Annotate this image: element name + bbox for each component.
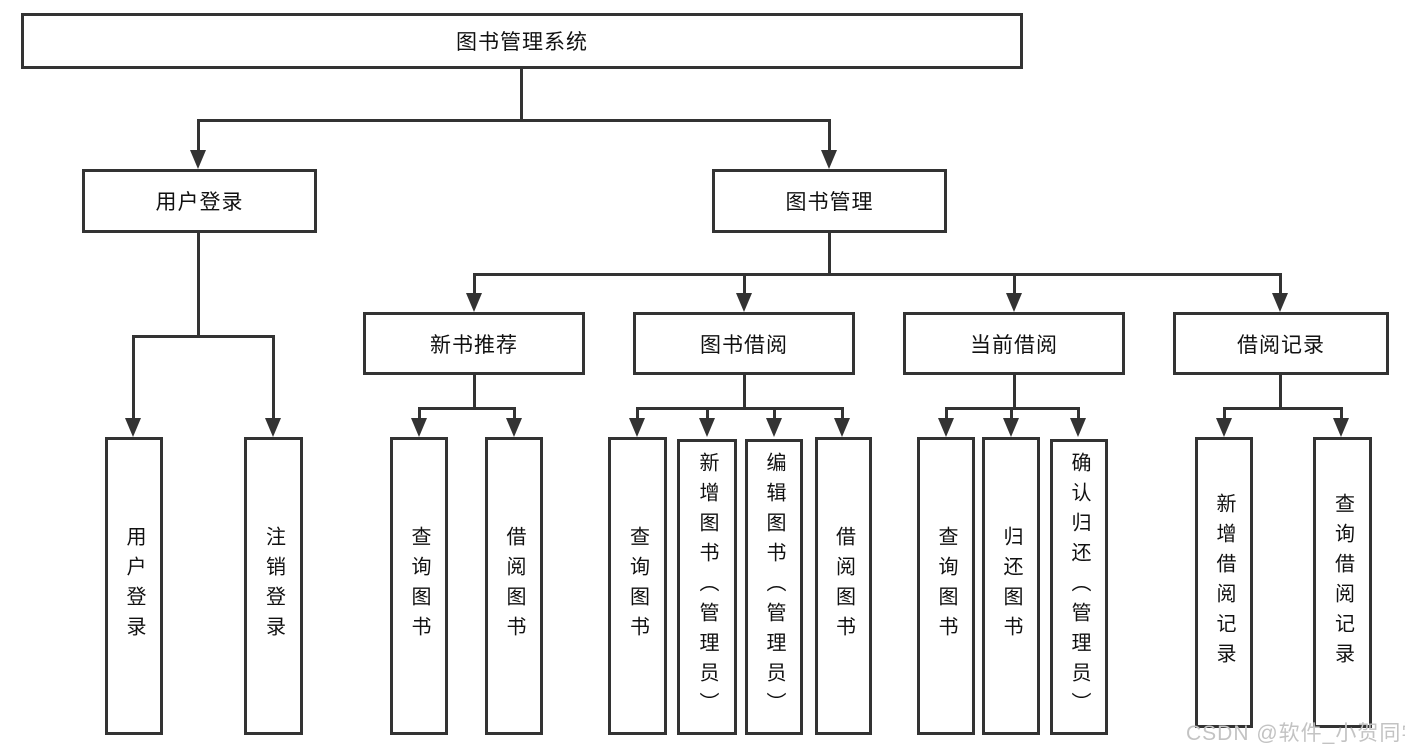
node-query-book: 查询图书 [608,437,667,735]
connector-line [132,335,275,338]
node-confirm-return-admin: 确认归还（管理员） [1050,439,1108,735]
connector-line [272,335,275,419]
connector-line [743,375,746,410]
leaf-label: 新增借阅记录 [1213,492,1235,673]
arrow-down-icon [1272,293,1288,312]
node-query-book: 查询图书 [917,437,975,735]
node-book-management: 图书管理 [712,169,947,233]
node-borrow-book: 借阅图书 [485,437,543,735]
connector-line [1279,273,1282,296]
arrow-down-icon [125,418,141,437]
node-query-borrow-record: 查询借阅记录 [1313,437,1372,728]
leaf-label: 新增图书（管理员） [696,452,718,722]
arrow-down-icon [506,418,522,437]
arrow-down-icon [1070,418,1086,437]
node-book-borrow: 图书借阅 [633,312,855,375]
connector-line [743,273,746,296]
arrow-down-icon [1216,418,1232,437]
arrow-down-icon [190,150,206,169]
node-add-borrow-record: 新增借阅记录 [1195,437,1253,728]
connector-line [828,233,831,276]
leaf-label: 确认归还（管理员） [1068,452,1090,722]
connector-line [828,119,831,153]
node-borrow-records: 借阅记录 [1173,312,1389,375]
node-borrow-book: 借阅图书 [815,437,872,735]
connector-line [520,69,523,122]
leaf-label: 查询图书 [626,526,649,646]
node-login-leaf-label: 用户登录 [123,526,145,646]
leaf-label: 借阅图书 [503,526,525,646]
connector-line [513,407,516,421]
connector-line [1223,407,1343,410]
connector-line [1340,407,1343,421]
node-borrow-records-label: 借阅记录 [1237,333,1325,357]
arrow-down-icon [466,293,482,312]
connector-line [1013,375,1016,410]
connector-line [1010,407,1013,421]
arrow-down-icon [411,418,427,437]
node-new-book-recommend: 新书推荐 [363,312,585,375]
node-user-login: 用户登录 [82,169,317,233]
node-return-book: 归还图书 [982,437,1040,735]
arrow-down-icon [699,418,715,437]
arrow-down-icon [1003,418,1019,437]
node-user-login-label: 用户登录 [155,191,244,214]
arrow-down-icon [1333,418,1349,437]
node-logout-leaf: 注销登录 [244,437,303,735]
leaf-label: 编辑图书（管理员） [763,452,785,722]
node-book-management-label: 图书管理 [785,191,874,214]
connector-line [636,407,844,410]
node-book-borrow-label: 图书借阅 [700,333,788,357]
leaf-label: 查询借阅记录 [1331,492,1354,673]
arrow-down-icon [834,418,850,437]
node-root: 图书管理系统 [21,13,1023,69]
leaf-label: 查询图书 [935,526,957,646]
leaf-label: 借阅图书 [832,526,855,646]
node-logout-leaf-label: 注销登录 [262,526,285,646]
connector-line [1013,273,1016,296]
arrow-down-icon [629,418,645,437]
connector-line [636,407,639,421]
connector-line [1223,407,1226,421]
connector-line [473,273,1282,276]
arrow-down-icon [736,293,752,312]
node-current-borrow-label: 当前借阅 [970,333,1058,357]
connector-line [473,273,476,296]
arrow-down-icon [821,150,837,169]
arrow-down-icon [1006,293,1022,312]
connector-line [418,407,515,410]
connector-line [841,407,844,421]
watermark: CSDN @软件_小贺同学 [1186,722,1405,745]
connector-line [418,407,421,421]
connector-line [197,119,200,153]
connector-line [773,407,776,421]
leaf-label: 归还图书 [1000,526,1022,646]
node-root-label: 图书管理系统 [456,31,588,54]
leaf-label: 查询图书 [408,526,430,646]
arrow-down-icon [766,418,782,437]
connector-line [706,407,709,421]
node-add-book-admin: 新增图书（管理员） [677,439,737,735]
node-edit-book-admin: 编辑图书（管理员） [745,439,803,735]
connector-line [1077,407,1080,421]
arrow-down-icon [265,418,281,437]
node-new-book-recommend-label: 新书推荐 [430,333,518,357]
connector-line [197,119,831,122]
connector-line [473,375,476,410]
connector-line [197,233,200,338]
node-current-borrow: 当前借阅 [903,312,1125,375]
node-query-book: 查询图书 [390,437,448,735]
connector-line [132,335,135,419]
connector-line [1279,375,1282,410]
arrow-down-icon [938,418,954,437]
node-login-leaf: 用户登录 [105,437,163,735]
connector-line [945,407,948,421]
